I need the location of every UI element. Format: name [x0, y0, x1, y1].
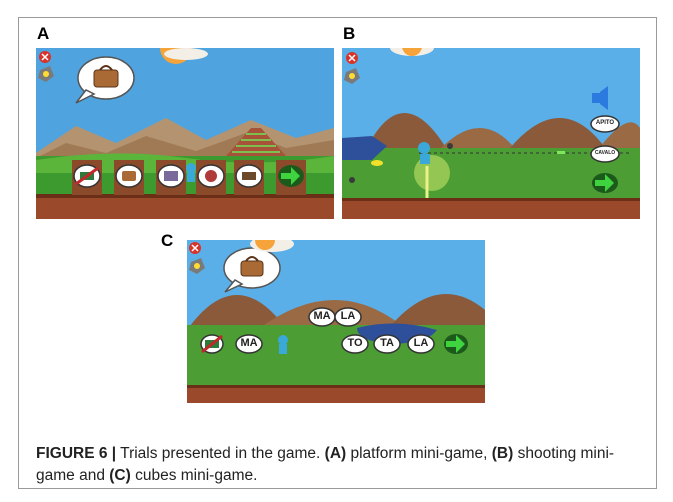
- platform-minigame-screen: [36, 48, 334, 219]
- syllable-cube-la-top[interactable]: LA: [340, 310, 356, 322]
- syllable-cube-ta[interactable]: TA: [380, 337, 394, 349]
- syllable-cube-ma-top[interactable]: MA: [313, 310, 331, 322]
- syllable-cube-ma-left[interactable]: MA: [240, 337, 258, 349]
- word-option-2[interactable]: CAVALO: [594, 150, 616, 156]
- cubes-minigame-screen: MA LA MA TO TA LA: [187, 240, 485, 403]
- panel-label-a: A: [37, 24, 50, 43]
- caption-c-label: (C): [109, 467, 131, 484]
- caption-a-text: platform mini-game,: [346, 445, 492, 462]
- caption-b-label: (B): [491, 445, 514, 462]
- word-option-1[interactable]: APITO: [595, 120, 615, 126]
- caption-c-text: cubes mini-game.: [130, 467, 258, 484]
- caption-a-label: (A): [324, 445, 347, 462]
- panel-label-c: C: [161, 231, 174, 250]
- figure-caption: FIGURE 6 | Trials presented in the game.…: [36, 443, 636, 487]
- panel-label-b: B: [343, 24, 356, 43]
- caption-b-text: shooting mini-game and: [36, 445, 615, 484]
- caption-intro: Trials presented in the game.: [120, 445, 325, 462]
- syllable-cube-to[interactable]: TO: [347, 337, 363, 349]
- syllable-cube-la[interactable]: LA: [413, 337, 429, 349]
- caption-figure-label: FIGURE 6 |: [36, 445, 117, 462]
- shooting-minigame-screen: APITO CAVALO: [342, 48, 640, 219]
